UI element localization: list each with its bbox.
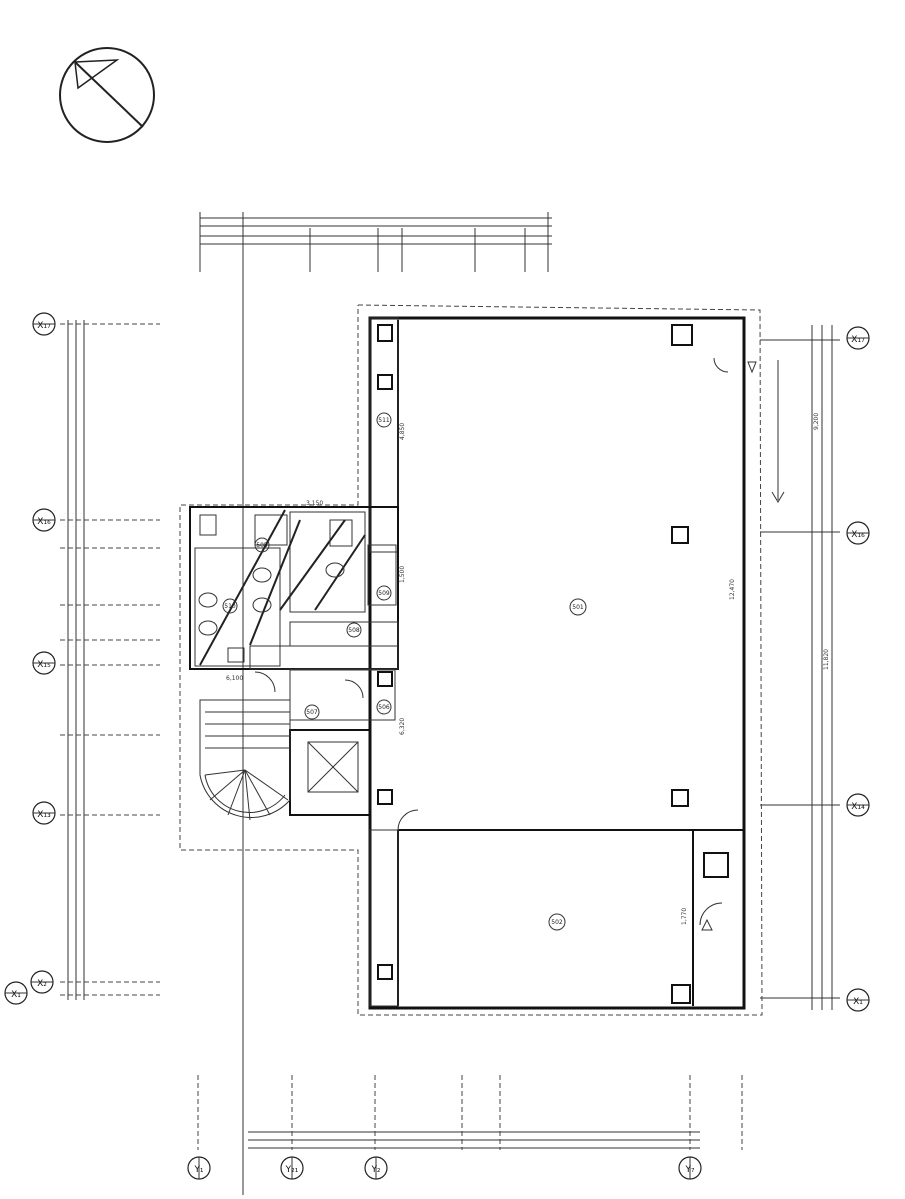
grid-bubble: Y₁ <box>187 1156 211 1180</box>
grid-bubble: X₁₇ <box>846 326 870 350</box>
dimension-label: 12,470 <box>729 579 736 600</box>
svg-text:506: 506 <box>378 704 390 711</box>
svg-text:511: 511 <box>378 417 390 424</box>
building-outline-dashed <box>179 304 763 1016</box>
room-tag-508: 508 <box>346 622 362 638</box>
room-tags: 501 502 511 510 509 508 507 506 <box>222 412 587 931</box>
grid-bubbles-left: X₁₇ X₁₆ X₁₅ X₁₃ X₁ X₂ <box>4 312 56 1005</box>
core-walls <box>189 506 399 816</box>
dimension-label: 4,850 <box>399 423 406 440</box>
room-tag-507: 507 <box>304 704 320 720</box>
grid-bubble: X₁₄ <box>846 793 870 817</box>
dimension-label: 1,770 <box>681 908 688 925</box>
structural-columns <box>377 324 729 1004</box>
right-dimension-lines <box>760 325 840 1010</box>
main-walls <box>368 316 746 1010</box>
bottom-dimension-lines <box>197 1075 743 1150</box>
room-tag-502: 502 <box>548 913 566 931</box>
grid-bubbles-bottom: Y₁ Y₂₁ Y₂ Y₇ <box>187 1156 702 1180</box>
room-tag-510: 510 <box>222 598 238 614</box>
svg-text:X₁₆: X₁₆ <box>37 517 51 527</box>
room-tag-509: 509 <box>376 585 392 601</box>
room-tag-506: 506 <box>376 699 392 715</box>
svg-text:510: 510 <box>224 603 236 610</box>
door-swings <box>254 357 729 926</box>
north-arrow-icon <box>59 47 155 143</box>
dimension-labels: 12,470 1,500 4,850 6,100 6,320 1,770 3,1… <box>226 413 830 925</box>
svg-text:Y₂₁: Y₂₁ <box>285 1165 299 1175</box>
svg-text:X₂: X₂ <box>37 979 47 989</box>
svg-text:508: 508 <box>348 627 360 634</box>
svg-text:Y₇: Y₇ <box>684 1165 694 1175</box>
dimension-label: 9,200 <box>813 413 820 430</box>
level-triangle-icon <box>701 361 757 931</box>
svg-text:X₁₅: X₁₅ <box>37 660 51 670</box>
dimension-label: 1,500 <box>399 566 406 583</box>
grid-bubble: Y₇ <box>678 1156 702 1180</box>
svg-text:501: 501 <box>572 604 584 611</box>
svg-text:507: 507 <box>306 709 318 716</box>
svg-text:502: 502 <box>551 919 563 926</box>
dimension-label: 3,150 <box>306 500 323 507</box>
grid-bubble: Y₂₁ <box>280 1156 304 1180</box>
grid-bubble: X₁₆ <box>32 508 56 532</box>
svg-text:509: 509 <box>378 590 390 597</box>
svg-text:X₁: X₁ <box>853 997 863 1007</box>
grid-bubbles-right: X₁₇ X₁₆ X₁₄ X₁ <box>846 326 870 1012</box>
svg-text:X₁₇: X₁₇ <box>37 321 51 331</box>
room-tag-511: 511 <box>376 412 392 428</box>
grid-bubble: X₁ <box>846 988 870 1012</box>
svg-text:X₁₇: X₁₇ <box>851 335 865 345</box>
room-tag-505: 505 <box>254 537 270 553</box>
svg-text:X₁: X₁ <box>11 990 21 1000</box>
toilet-fixtures <box>198 514 353 663</box>
grid-bubble: X₁₇ <box>32 312 56 336</box>
grid-bubble: X₁₃ <box>32 801 56 825</box>
svg-text:X₁₃: X₁₃ <box>37 810 51 820</box>
dimension-label: 6,100 <box>226 675 243 682</box>
top-dimension-lines <box>199 212 552 272</box>
spiral-staircase <box>199 699 291 821</box>
dimension-label: 11,820 <box>823 649 830 670</box>
svg-text:X₁₄: X₁₄ <box>851 802 865 812</box>
dimension-label: 6,320 <box>399 718 406 735</box>
grid-bubble: X₂ <box>30 970 54 994</box>
grid-bubble: X₁ <box>4 981 28 1005</box>
svg-text:X₁₆: X₁₆ <box>851 530 865 540</box>
grid-bubble: X₁₆ <box>846 521 870 545</box>
room-tag-501: 501 <box>569 598 587 616</box>
grid-bubble: X₁₅ <box>32 651 56 675</box>
svg-text:Y₂: Y₂ <box>370 1165 380 1175</box>
grid-bubble: Y₂ <box>364 1156 388 1180</box>
svg-text:505: 505 <box>256 542 268 549</box>
svg-text:Y₁: Y₁ <box>193 1165 203 1175</box>
left-dimension-lines <box>60 320 160 1000</box>
